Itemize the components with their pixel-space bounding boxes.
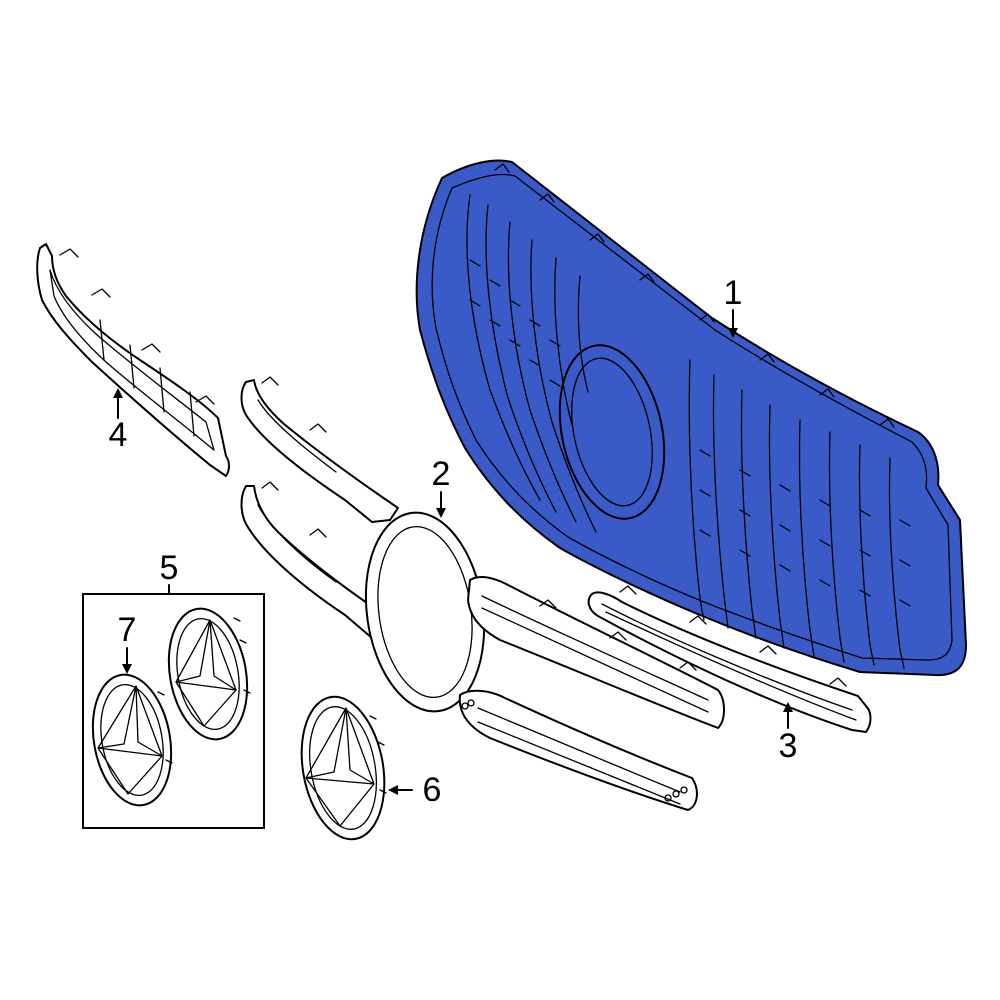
callout-7[interactable]: 7 — [117, 611, 137, 649]
leader-arrow-1 — [728, 328, 738, 338]
callout-1[interactable]: 1 — [723, 274, 743, 312]
callout-6[interactable]: 6 — [422, 771, 442, 809]
lower-molding-part[interactable] — [587, 585, 872, 733]
emblem-opening — [558, 344, 666, 520]
grille-body — [415, 159, 967, 677]
leader-arrow-6 — [388, 785, 398, 795]
grille-frame-part[interactable] — [240, 376, 725, 811]
emblem-part[interactable] — [291, 690, 413, 846]
leader-arrow-4 — [113, 388, 123, 398]
leader-arrow-7 — [122, 664, 132, 674]
callout-5[interactable]: 5 — [159, 549, 179, 587]
upper-molding-part[interactable] — [36, 243, 230, 477]
emblem-kit-part[interactable] — [82, 584, 265, 829]
callout-2[interactable]: 2 — [431, 455, 451, 493]
grille-assembly-part[interactable] — [415, 159, 967, 677]
callout-3[interactable]: 3 — [778, 727, 798, 765]
kit-box — [82, 593, 265, 829]
leader-arrow-2 — [436, 508, 446, 518]
leader-arrow-3 — [783, 702, 793, 712]
callout-4[interactable]: 4 — [108, 416, 128, 454]
